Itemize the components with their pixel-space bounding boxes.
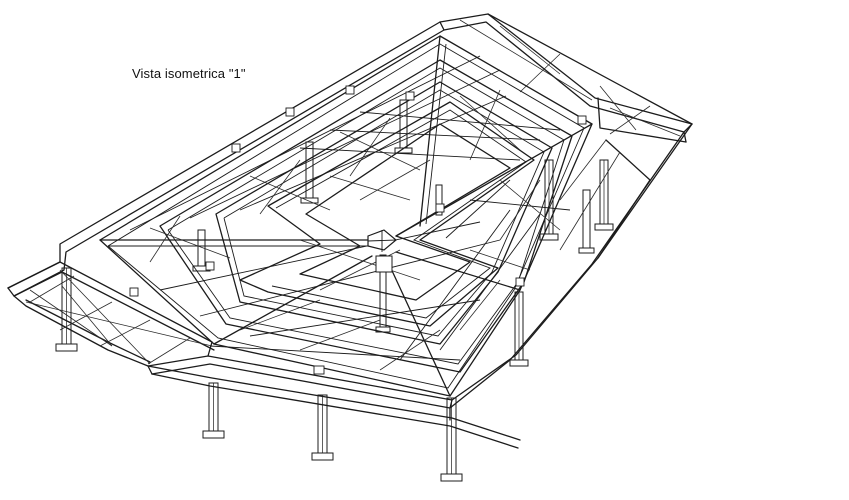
apex-connection: [367, 229, 397, 273]
drawing-title: Vista isometrica "1": [132, 66, 246, 81]
roof-ring-third: [215, 81, 553, 345]
column: [311, 394, 334, 461]
roof-ring-inner: [239, 101, 535, 327]
column: [594, 159, 614, 231]
column: [440, 397, 463, 482]
column: [539, 159, 559, 241]
purlins: [129, 55, 571, 361]
column: [509, 291, 529, 367]
right-wing-frame: [459, 13, 693, 259]
column: [435, 184, 443, 216]
hip-rafters: [99, 35, 593, 397]
column: [300, 141, 319, 204]
left-wing-frame: [7, 261, 215, 365]
cross-bracing: [149, 89, 561, 371]
support-columns: [55, 99, 614, 482]
column: [202, 382, 225, 439]
beam-end-plates: [129, 85, 587, 375]
column: [55, 267, 78, 352]
column: [578, 189, 595, 254]
